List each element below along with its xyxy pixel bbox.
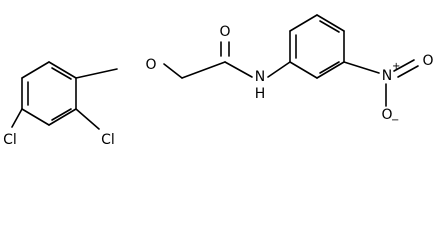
bond <box>21 108 50 126</box>
bond <box>48 61 77 79</box>
bond <box>316 14 345 32</box>
bond <box>21 61 50 79</box>
bond-c1-o <box>75 68 118 79</box>
double-bond-inner <box>51 108 72 121</box>
chlorine-ortho-label: Cl <box>101 132 115 148</box>
nitrophenyl-ring <box>289 14 345 79</box>
bond <box>48 108 77 126</box>
dichlorophenyl-ring <box>21 61 77 126</box>
nitro-oxygen-charge: − <box>391 115 399 126</box>
nitro-oxygen-right-label: O <box>422 53 433 69</box>
bond-ch2-carbonyl <box>181 61 226 79</box>
amide-nitrogen-label: N <box>255 69 265 85</box>
bond-c4-cl <box>11 108 23 128</box>
bond-c2-cl <box>75 108 100 130</box>
carbonyl-oxygen-label: O <box>219 24 230 40</box>
bond <box>289 14 318 32</box>
bond <box>316 61 345 79</box>
bond-carbonyl-nh <box>224 61 253 78</box>
double-bond-inner <box>51 67 72 80</box>
ether-oxygen-label: O <box>145 57 156 73</box>
bond-aryl-nitro <box>343 61 380 74</box>
amide-hydrogen-label: H <box>255 86 266 102</box>
molecule-structure-diagram: O O N H N + O O − Cl Cl <box>3 14 434 148</box>
chlorine-para-label: Cl <box>3 132 17 148</box>
double-bond-inner <box>319 20 340 33</box>
nitro-oxygen-bottom-label: O <box>381 107 392 123</box>
bond-nitro-o-right-a <box>393 59 415 72</box>
nitro-nitrogen-charge: + <box>392 61 400 72</box>
bond <box>289 61 318 79</box>
nitro-nitrogen-label: N <box>382 68 392 84</box>
double-bond-inner <box>319 61 340 74</box>
bond-nh-aryl <box>267 61 291 78</box>
bond-o-ch2 <box>163 63 183 79</box>
bond-nitro-o-right-b <box>397 65 419 78</box>
